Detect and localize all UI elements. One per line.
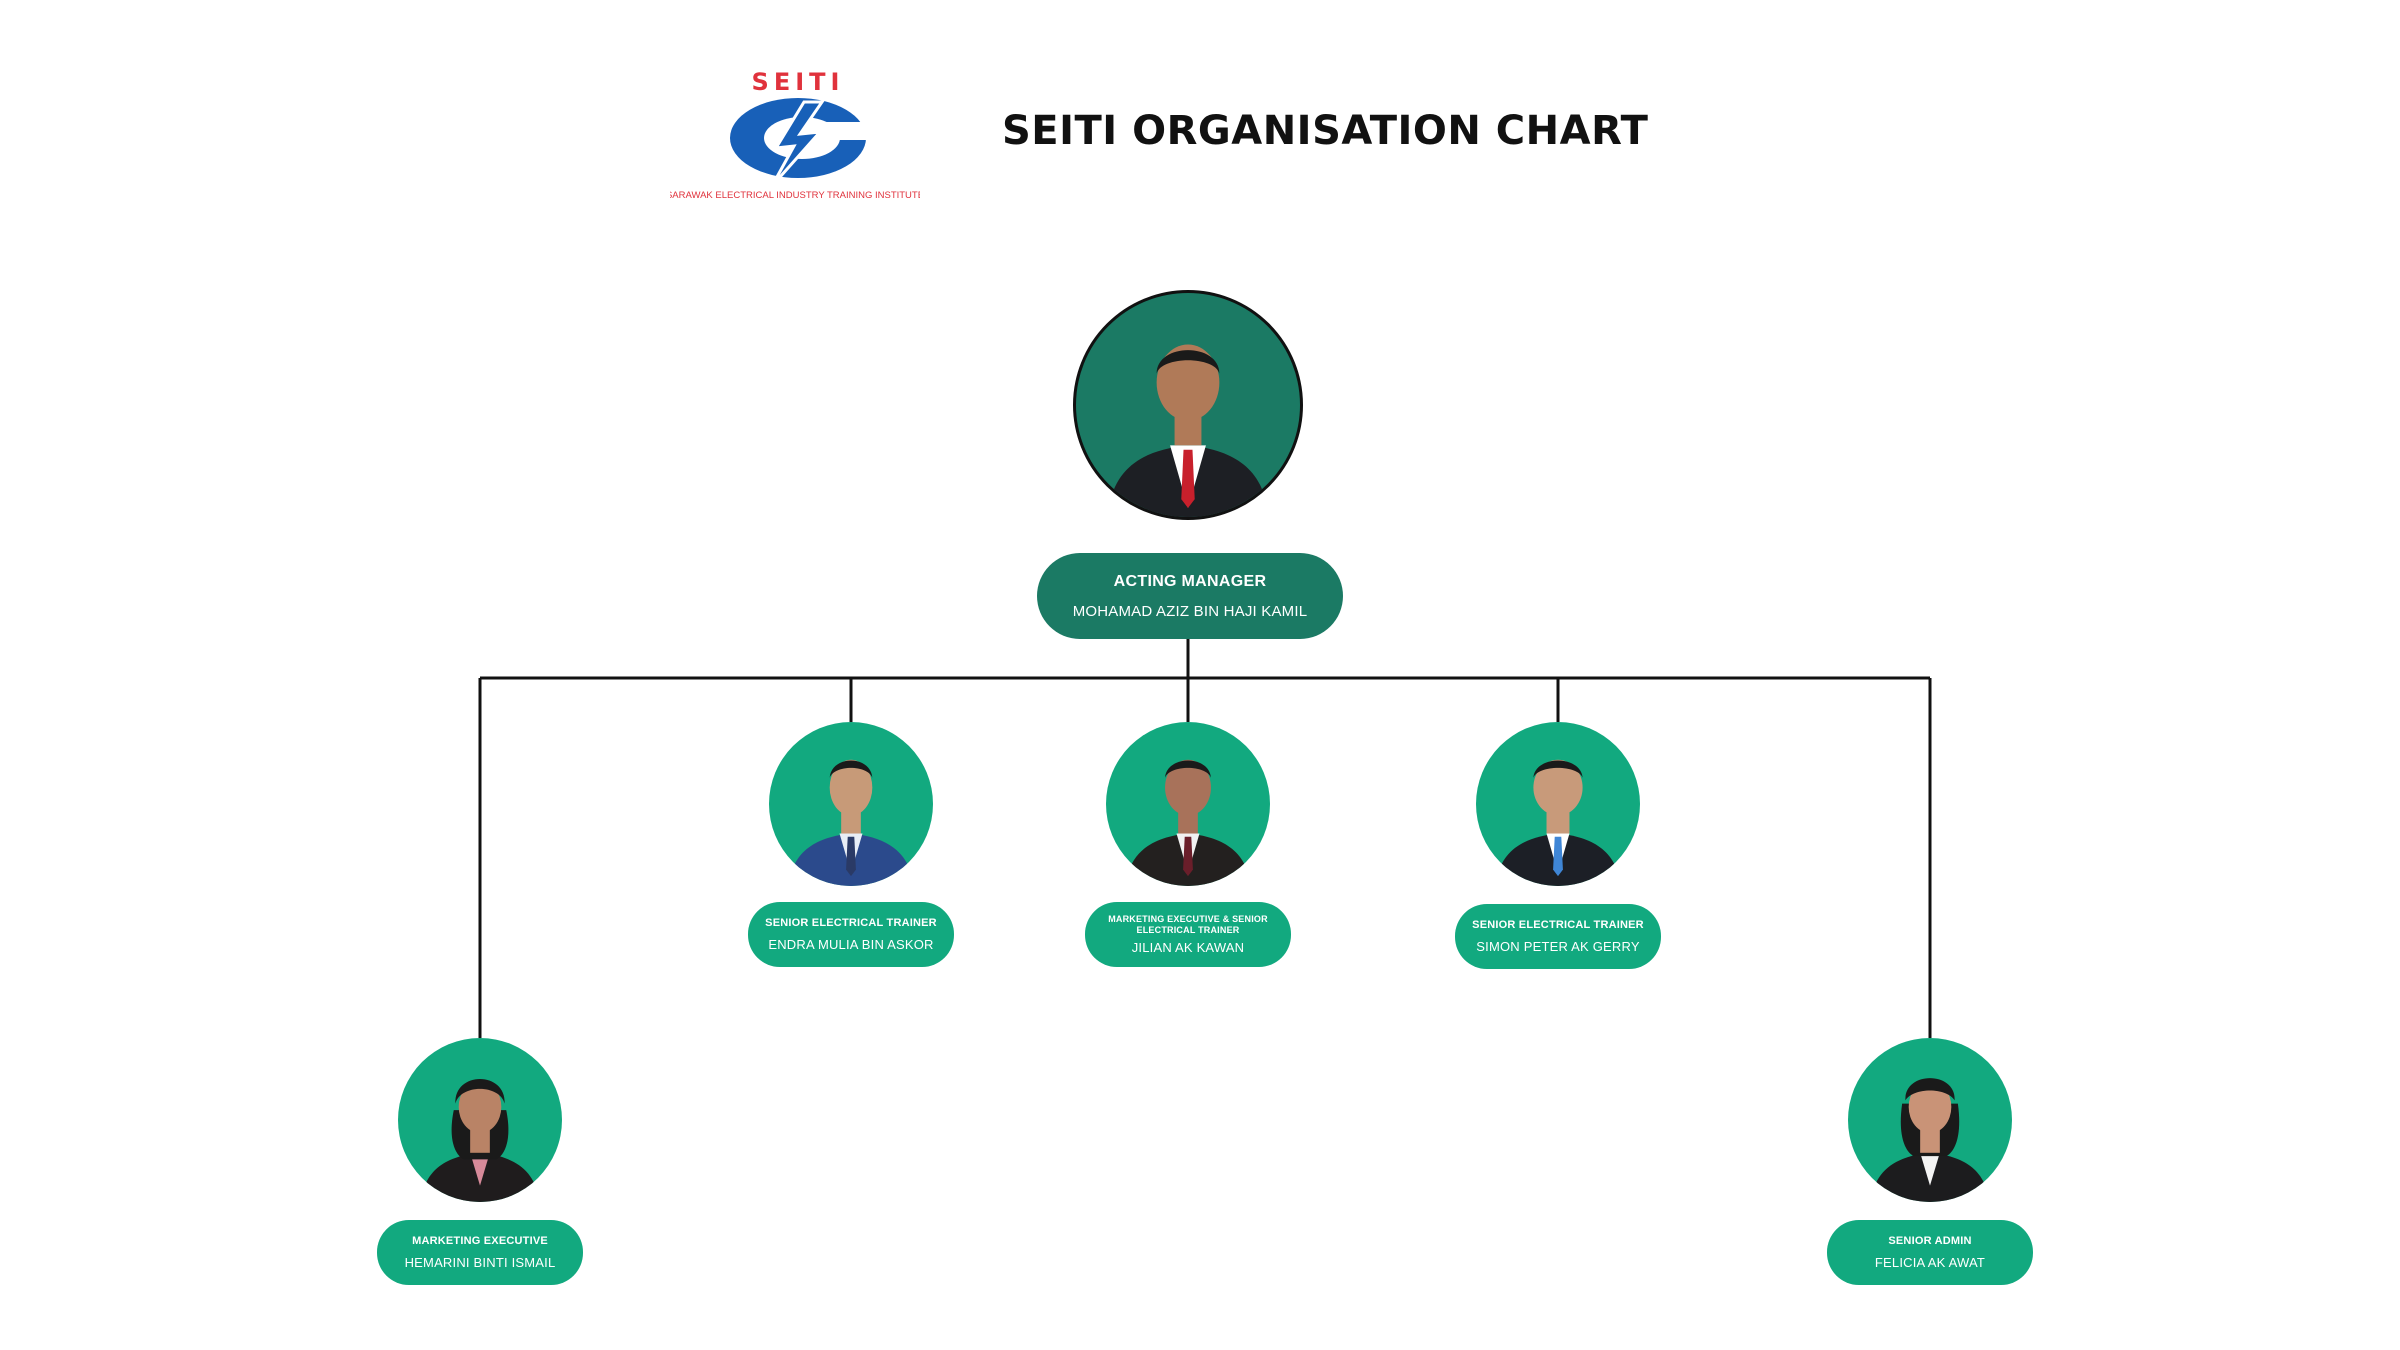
staff-role: MARKETING EXECUTIVE & SENIOR ELECTRICAL … [1108,914,1268,935]
staff-photo-felicia [1848,1038,2012,1202]
staff-label-endra: SENIOR ELECTRICAL TRAINER ENDRA MULIA BI… [748,902,954,967]
manager-label: ACTING MANAGER MOHAMAD AZIZ BIN HAJI KAM… [1037,553,1343,639]
staff-photo-jilian [1106,722,1270,886]
staff-name: SIMON PETER AK GERRY [1476,939,1640,954]
staff-name: HEMARINI BINTI ISMAIL [404,1255,556,1270]
staff-label-felicia: SENIOR ADMIN FELICIA AK AWAT [1827,1220,2033,1285]
logo-subtitle: SARAWAK ELECTRICAL INDUSTRY TRAINING INS… [670,190,920,201]
chart-title: SEITI ORGANISATION CHART [1002,108,1649,154]
staff-photo-hemarini [398,1038,562,1202]
staff-photo-simon [1476,722,1640,886]
staff-name: JILIAN AK KAWAN [1131,940,1245,955]
staff-role: MARKETING EXECUTIVE [412,1235,548,1247]
staff-role: SENIOR ELECTRICAL TRAINER [765,917,937,929]
staff-label-hemarini: MARKETING EXECUTIVE HEMARINI BINTI ISMAI… [377,1220,583,1285]
staff-photo-endra [769,722,933,886]
staff-name: ENDRA MULIA BIN ASKOR [768,937,934,952]
logo-wordmark: SEITI [752,68,845,96]
manager-name: MOHAMAD AZIZ BIN HAJI KAMIL [1072,602,1308,620]
staff-role: SENIOR ELECTRICAL TRAINER [1472,919,1644,931]
staff-name: FELICIA AK AWAT [1874,1255,1986,1270]
staff-label-simon: SENIOR ELECTRICAL TRAINER SIMON PETER AK… [1455,904,1661,969]
seiti-logo: SEITI SARAWAK ELECTRICAL INDUSTRY TRAINI… [666,68,924,208]
staff-label-jilian: MARKETING EXECUTIVE & SENIOR ELECTRICAL … [1085,902,1291,967]
manager-photo [1073,290,1303,520]
manager-role: ACTING MANAGER [1113,572,1267,590]
staff-role: SENIOR ADMIN [1888,1235,1972,1247]
